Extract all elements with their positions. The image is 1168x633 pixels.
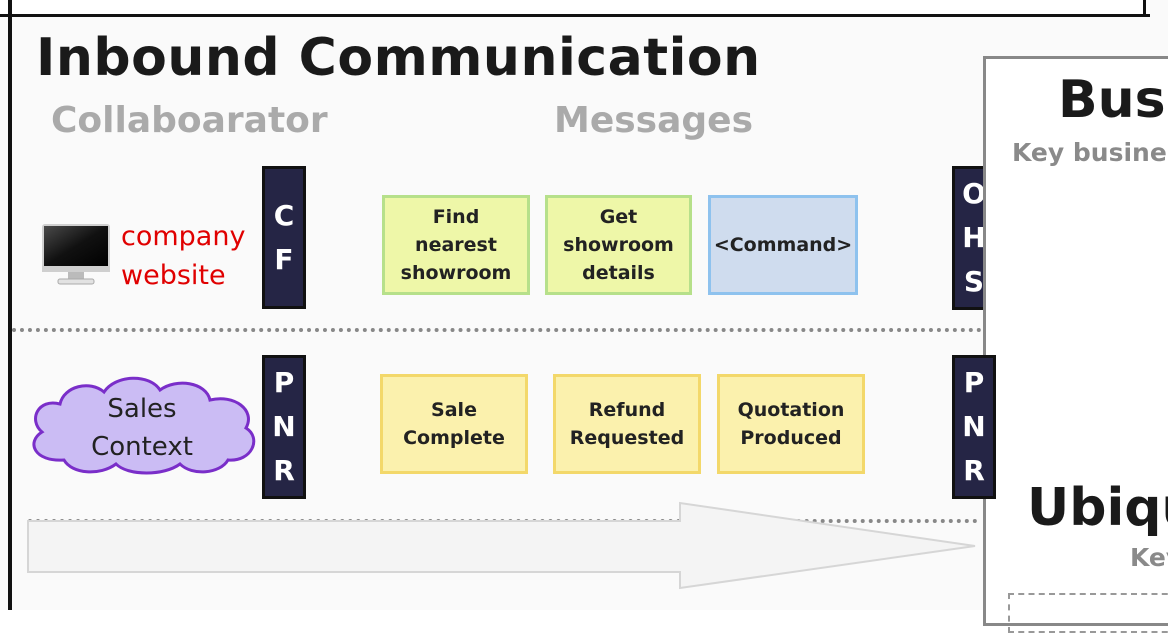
relationship-letter: O xyxy=(962,177,986,210)
left-frame-border xyxy=(8,0,12,610)
top-frame-border xyxy=(0,0,1150,17)
bounded-context-ubiquitous-title: Ubiqu xyxy=(1027,478,1168,538)
collaborator-label-line-2: Context xyxy=(91,432,193,462)
row-separator xyxy=(12,328,982,332)
flow-arrow xyxy=(27,501,976,590)
bounded-context-panel xyxy=(983,56,1168,626)
relationship-letter: P xyxy=(963,366,985,399)
relationship-partnership-exposed-label: P N R xyxy=(952,355,996,499)
relationship-letter: R xyxy=(273,454,295,487)
relationship-letter: N xyxy=(962,410,986,443)
message-event-refund-requested: Refund Requested xyxy=(553,374,701,474)
message-event-sale-complete: Sale Complete xyxy=(380,374,528,474)
cloud-icon xyxy=(32,376,256,475)
message-query-get-showroom-details: Get showroom details xyxy=(545,195,692,295)
collaborator-label-line-1: company xyxy=(121,221,246,252)
bounded-context-ubiquitous-subtitle: Key xyxy=(1130,543,1168,572)
top-frame-tick xyxy=(1143,0,1146,16)
collaborator-company-website: company website xyxy=(121,217,245,295)
bounded-context-business-subtitle: Key busines xyxy=(1012,138,1168,167)
collaborator-label-line-1: Sales xyxy=(107,394,177,424)
collaborator-sales-context: Sales Context xyxy=(62,390,222,466)
relationship-letter: F xyxy=(274,242,294,276)
message-event-quotation-produced: Quotation Produced xyxy=(717,374,865,474)
message-command-placeholder: <Command> xyxy=(708,195,858,295)
section-title: Inbound Communication xyxy=(36,28,761,88)
bounded-context-inner-box xyxy=(1008,593,1168,633)
relationship-partnership-label: P N R xyxy=(262,355,306,499)
computer-monitor-icon xyxy=(42,224,110,285)
relationship-letter: P xyxy=(273,366,295,399)
relationship-letter: N xyxy=(272,410,296,443)
relationship-letter: H xyxy=(962,221,986,254)
collaborator-label-line-2: website xyxy=(121,260,226,291)
relationship-letter: S xyxy=(963,265,985,298)
message-query-find-nearest-showroom: Find nearest showroom xyxy=(382,195,530,295)
column-header-messages: Messages xyxy=(554,100,754,141)
column-header-collaborator: Collaboarator xyxy=(51,100,328,141)
relationship-conformist-label: C F xyxy=(262,166,306,309)
relationship-letter: C xyxy=(273,198,295,232)
relationship-letter: R xyxy=(963,454,985,487)
bounded-context-business-title: Busi xyxy=(1058,70,1168,130)
